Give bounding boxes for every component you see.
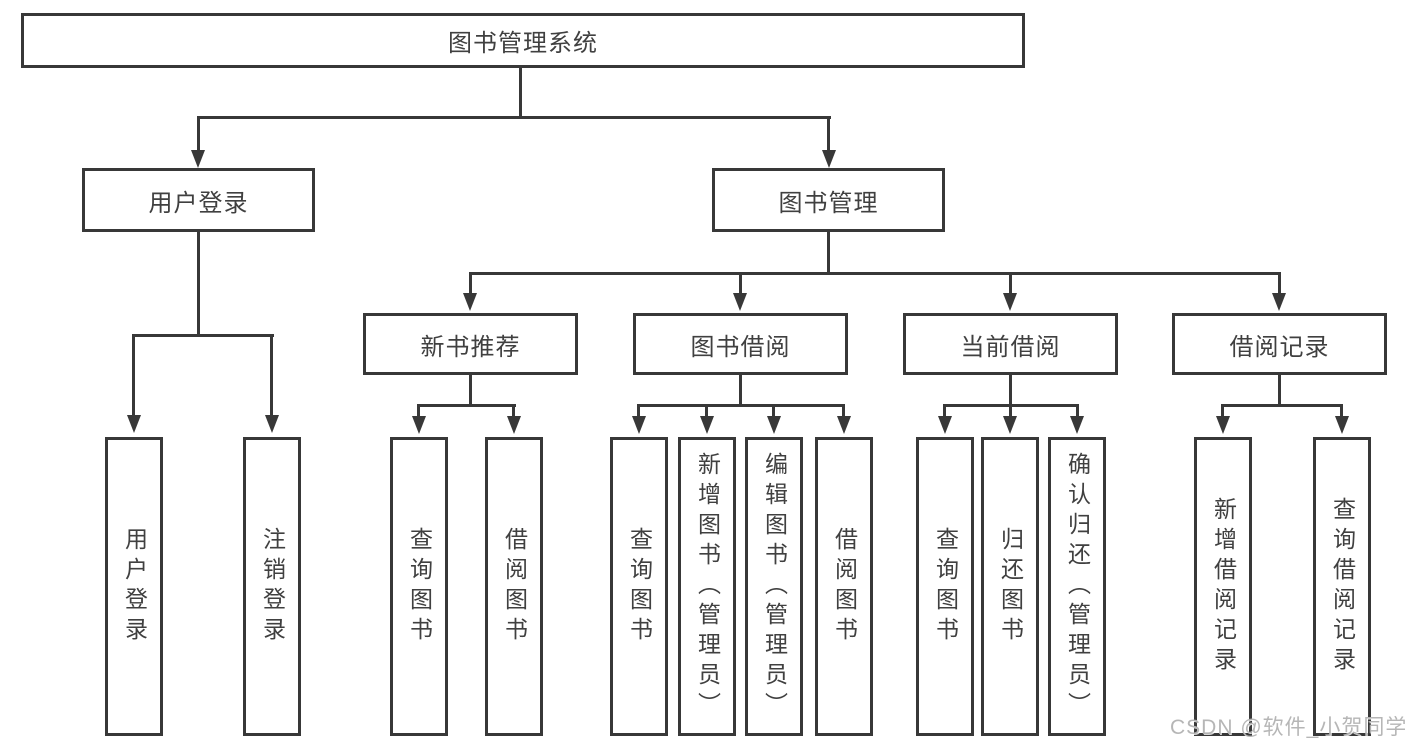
- arrowhead-cur-query: [938, 416, 952, 434]
- node-borrow-records: 借阅记录: [1172, 313, 1387, 375]
- node-user-login: 用户登录: [82, 168, 315, 232]
- arrowhead-bor-query: [632, 416, 646, 434]
- leaf-confirm-return-admin-label: 确认归还（管理员）: [1064, 451, 1091, 722]
- connector-stub-cur-confirm: [1076, 404, 1079, 418]
- arrowhead-cur-return: [1003, 416, 1017, 434]
- connector-stub-current: [1009, 272, 1012, 294]
- leaf-logout: 注销登录: [243, 437, 301, 736]
- connector-borrowing-vertical: [739, 375, 742, 406]
- node-current-borrowing-label: 当前借阅: [960, 333, 1061, 361]
- leaf-user-login-label: 用户登录: [121, 526, 148, 647]
- connector-level2-horizontal: [197, 116, 831, 119]
- leaf-query-books-borrowing-label: 查询图书: [626, 526, 653, 647]
- node-user-login-label: 用户登录: [148, 189, 249, 217]
- arrowhead-rec-borrow: [507, 416, 521, 434]
- connector-stub-recommend: [469, 272, 472, 294]
- leaf-borrow-books-borrowing-label: 借阅图书: [831, 526, 858, 647]
- leaf-query-borrow-record-label: 查询借阅记录: [1329, 496, 1356, 677]
- node-current-borrowing: 当前借阅: [903, 313, 1118, 375]
- connector-stub-rec-query-record: [1340, 404, 1343, 418]
- arrowhead-recommend: [463, 293, 477, 311]
- connector-book-management-vertical: [827, 232, 830, 274]
- arrowhead-records: [1272, 293, 1286, 311]
- node-book-management-label: 图书管理: [778, 189, 879, 217]
- connector-level3-horizontal: [469, 272, 1281, 275]
- connector-stub-user-login: [197, 116, 200, 150]
- connector-stub-leaf-logout: [270, 334, 273, 416]
- leaf-query-books-current-label: 查询图书: [932, 526, 959, 647]
- arrowhead-current: [1003, 293, 1017, 311]
- leaf-add-borrow-record-label: 新增借阅记录: [1210, 496, 1237, 677]
- arrowhead-leaf-logout: [265, 415, 279, 433]
- arrowhead-rec-add-record: [1216, 416, 1230, 434]
- leaf-borrow-books-recommend: 借阅图书: [485, 437, 543, 736]
- connector-stub-leaf-login: [132, 334, 135, 416]
- connector-stub-cur-return: [1009, 404, 1012, 418]
- leaf-query-books-recommend-label: 查询图书: [406, 526, 433, 647]
- connector-stub-bor-edit: [772, 404, 775, 418]
- leaf-add-borrow-record: 新增借阅记录: [1194, 437, 1252, 736]
- leaf-edit-book-admin-label: 编辑图书（管理员）: [761, 451, 788, 722]
- leaf-edit-book-admin: 编辑图书（管理员）: [745, 437, 803, 736]
- connector-stub-rec-add-record: [1221, 404, 1224, 418]
- leaf-logout-label: 注销登录: [259, 526, 286, 647]
- arrowhead-user-login: [191, 150, 205, 168]
- leaf-query-books-current: 查询图书: [916, 437, 974, 736]
- leaf-user-login: 用户登录: [105, 437, 163, 736]
- leaf-query-books-borrowing: 查询图书: [610, 437, 668, 736]
- connector-stub-bor-borrow: [842, 404, 845, 418]
- arrowhead-bor-add: [700, 416, 714, 434]
- arrowhead-bor-edit: [767, 416, 781, 434]
- node-root: 图书管理系统: [21, 13, 1025, 68]
- connector-stub-bor-query: [637, 404, 640, 418]
- leaf-return-book-label: 归还图书: [997, 526, 1024, 647]
- leaf-add-book-admin: 新增图书（管理员）: [678, 437, 736, 736]
- node-book-management: 图书管理: [712, 168, 945, 232]
- node-book-borrowing-label: 图书借阅: [690, 333, 791, 361]
- connector-user-login-branch: [132, 334, 274, 337]
- connector-stub-borrowing: [739, 272, 742, 294]
- connector-root-vertical: [519, 68, 522, 116]
- connector-records-branch: [1221, 404, 1343, 407]
- node-borrow-records-label: 借阅记录: [1229, 333, 1330, 361]
- connector-recommend-branch: [417, 404, 516, 407]
- connector-records-vertical: [1278, 375, 1281, 406]
- node-book-borrowing: 图书借阅: [633, 313, 848, 375]
- arrowhead-borrowing: [733, 293, 747, 311]
- arrowhead-rec-query: [412, 416, 426, 434]
- leaf-borrow-books-recommend-label: 借阅图书: [501, 526, 528, 647]
- connector-recommend-vertical: [469, 375, 472, 406]
- leaf-confirm-return-admin: 确认归还（管理员）: [1048, 437, 1106, 736]
- csdn-watermark: CSDN @软件_小贺同学: [1170, 716, 1405, 739]
- connector-stub-book-management: [827, 116, 830, 150]
- connector-stub-records: [1278, 272, 1281, 294]
- connector-borrowing-branch: [637, 404, 845, 407]
- node-new-book-recommend-label: 新书推荐: [420, 333, 521, 361]
- leaf-query-borrow-record: 查询借阅记录: [1313, 437, 1371, 736]
- leaf-return-book: 归还图书: [981, 437, 1039, 736]
- leaf-borrow-books-borrowing: 借阅图书: [815, 437, 873, 736]
- connector-stub-rec-borrow: [512, 404, 515, 418]
- node-root-label: 图书管理系统: [448, 30, 598, 57]
- connector-stub-bor-add: [705, 404, 708, 418]
- leaf-query-books-recommend: 查询图书: [390, 437, 448, 736]
- arrowhead-cur-confirm: [1070, 416, 1084, 434]
- connector-stub-cur-query: [943, 404, 946, 418]
- node-new-book-recommend: 新书推荐: [363, 313, 578, 375]
- arrowhead-leaf-login: [127, 415, 141, 433]
- arrowhead-bor-borrow: [837, 416, 851, 434]
- leaf-add-book-admin-label: 新增图书（管理员）: [694, 451, 721, 722]
- connector-user-login-vertical: [197, 232, 200, 336]
- arrowhead-rec-query-record: [1335, 416, 1349, 434]
- arrowhead-book-management: [822, 150, 836, 168]
- connector-current-vertical: [1009, 375, 1012, 406]
- connector-stub-rec-query: [417, 404, 420, 418]
